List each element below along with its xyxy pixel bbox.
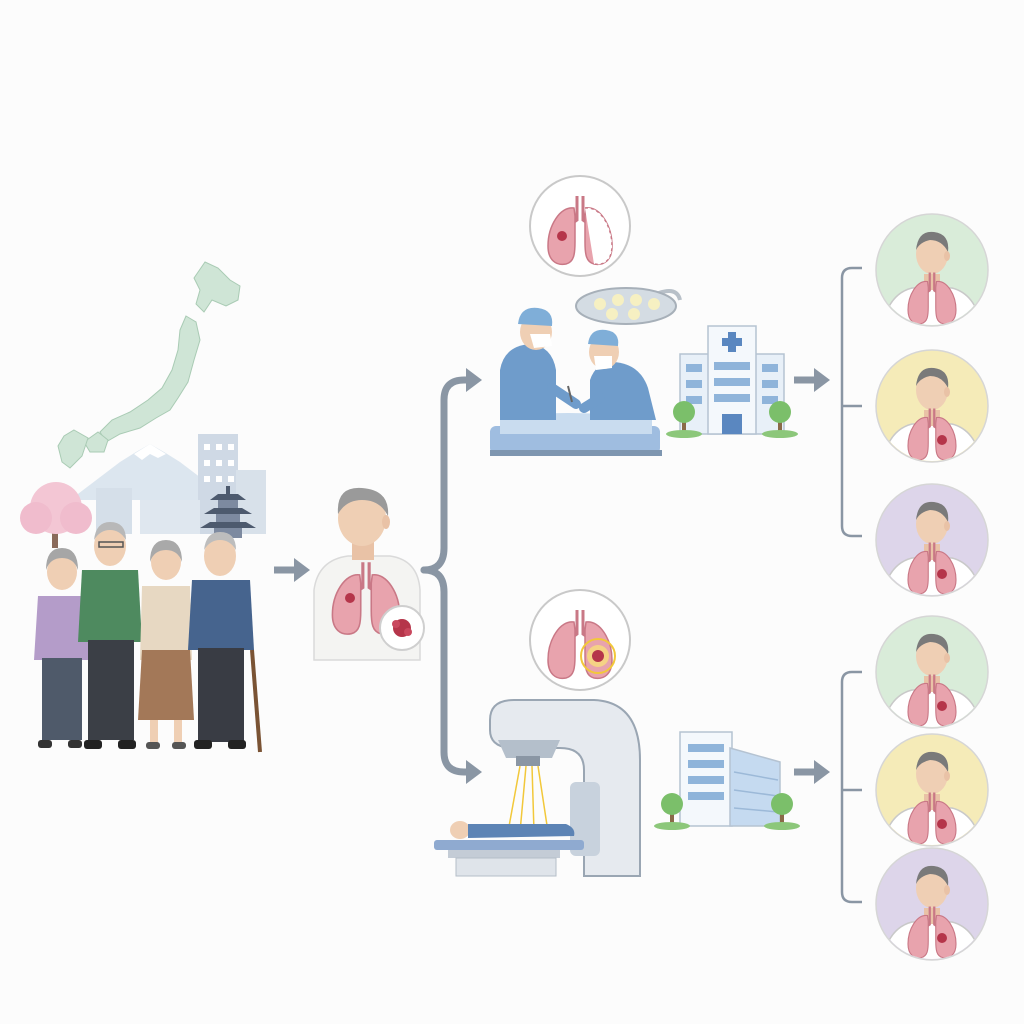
- japan-map-icon: [57, 261, 241, 469]
- arrow-to-outcomes-surgery: [794, 368, 830, 392]
- arrow-population-to-patient: [274, 558, 310, 582]
- patient-icon: [313, 487, 425, 661]
- population-group: [20, 261, 266, 753]
- outcome-patient-icon: [875, 847, 989, 961]
- tumor-mark: [937, 435, 947, 445]
- surgery-icon: [490, 287, 682, 456]
- outcome-bracket-radiotherapy: [840, 670, 862, 904]
- pagoda-icon: [200, 486, 256, 538]
- hospital-icon: [654, 731, 800, 830]
- radiotherapy-lung-inset-icon: [529, 589, 631, 691]
- outcome-patient-icon: [875, 213, 989, 327]
- tumor-mark: [937, 933, 947, 943]
- arrow-to-surgery: [466, 368, 482, 392]
- outcome-patient-icon: [875, 483, 989, 597]
- elderly-group-icon: [34, 522, 262, 753]
- outcomes-radiotherapy: [875, 615, 989, 961]
- tumor-magnify-icon: [379, 605, 425, 651]
- tumor-mark: [937, 569, 947, 579]
- outcome-patient-icon: [875, 349, 989, 463]
- outcomes-surgery: [875, 213, 989, 597]
- outcome-patient-icon: [875, 615, 989, 729]
- surgery-lung-inset-icon: [529, 175, 631, 277]
- tumor-mark: [937, 701, 947, 711]
- arrow-to-radiotherapy: [466, 760, 482, 784]
- branch-connector: [420, 376, 474, 776]
- cherry-blossom-icon: [20, 482, 92, 548]
- radiotherapy-icon: [434, 699, 641, 877]
- outcome-patient-icon: [875, 733, 989, 847]
- tumor-mark: [937, 819, 947, 829]
- outcome-bracket-surgery: [840, 266, 862, 538]
- city-skyline-icon: [70, 434, 266, 534]
- arrow-to-outcomes-radiotherapy: [794, 760, 830, 784]
- hospital-icon: [666, 325, 798, 438]
